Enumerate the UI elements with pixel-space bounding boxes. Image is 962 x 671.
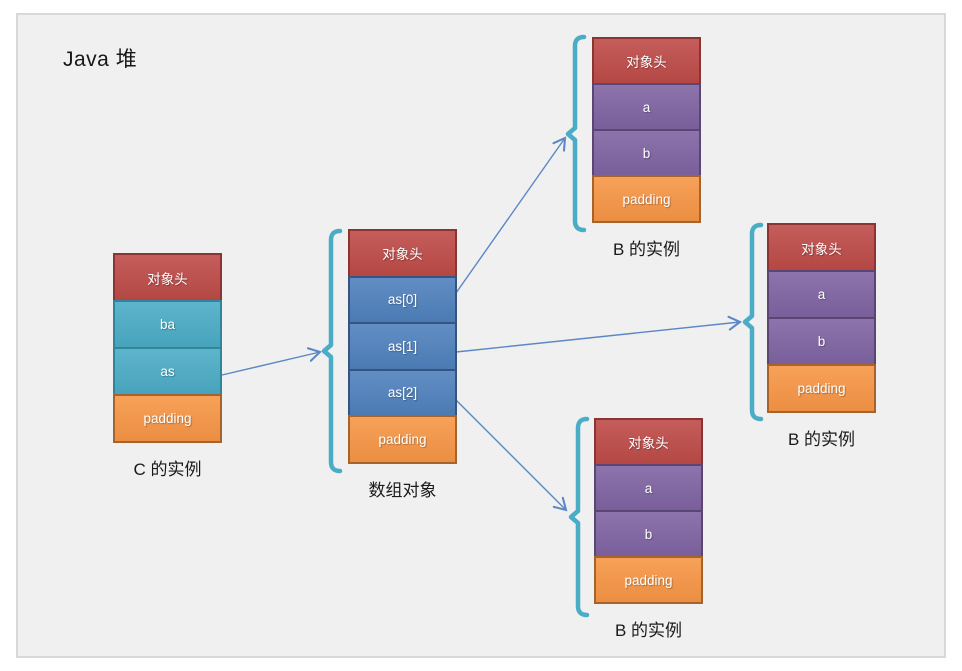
- memory-cell-a: a: [592, 83, 701, 131]
- memory-cell-as[1]: as[1]: [348, 322, 457, 371]
- object-c-label: C 的实例: [133, 460, 202, 479]
- memory-cell-as[2]: as[2]: [348, 368, 457, 417]
- memory-cell-ba: ba: [113, 300, 222, 349]
- memory-cell-a: a: [767, 270, 876, 319]
- object-b-top-label: B 的实例: [612, 240, 681, 259]
- memory-cell-a: a: [594, 464, 703, 512]
- memory-cell-对象头: 对象头: [767, 223, 876, 272]
- memory-cell-padding: padding: [594, 556, 703, 604]
- memory-cell-对象头: 对象头: [348, 229, 457, 278]
- memory-cell-b: b: [767, 317, 876, 366]
- object-b-bottom-label: B 的实例: [614, 621, 683, 640]
- object-array-label: 数组对象: [368, 480, 437, 500]
- memory-cell-对象头: 对象头: [592, 37, 701, 85]
- memory-cell-padding: padding: [767, 364, 876, 413]
- memory-cell-对象头: 对象头: [594, 418, 703, 466]
- memory-cell-padding: padding: [592, 175, 701, 223]
- memory-cell-b: b: [592, 129, 701, 177]
- memory-cell-padding: padding: [348, 415, 457, 464]
- memory-cell-对象头: 对象头: [113, 253, 222, 302]
- memory-cell-as: as: [113, 347, 222, 396]
- memory-cell-b: b: [594, 510, 703, 558]
- memory-cell-padding: padding: [113, 394, 222, 443]
- object-b-right-label: B 的实例: [787, 430, 856, 449]
- memory-cell-as[0]: as[0]: [348, 275, 457, 324]
- diagram-title: Java 堆: [63, 48, 138, 71]
